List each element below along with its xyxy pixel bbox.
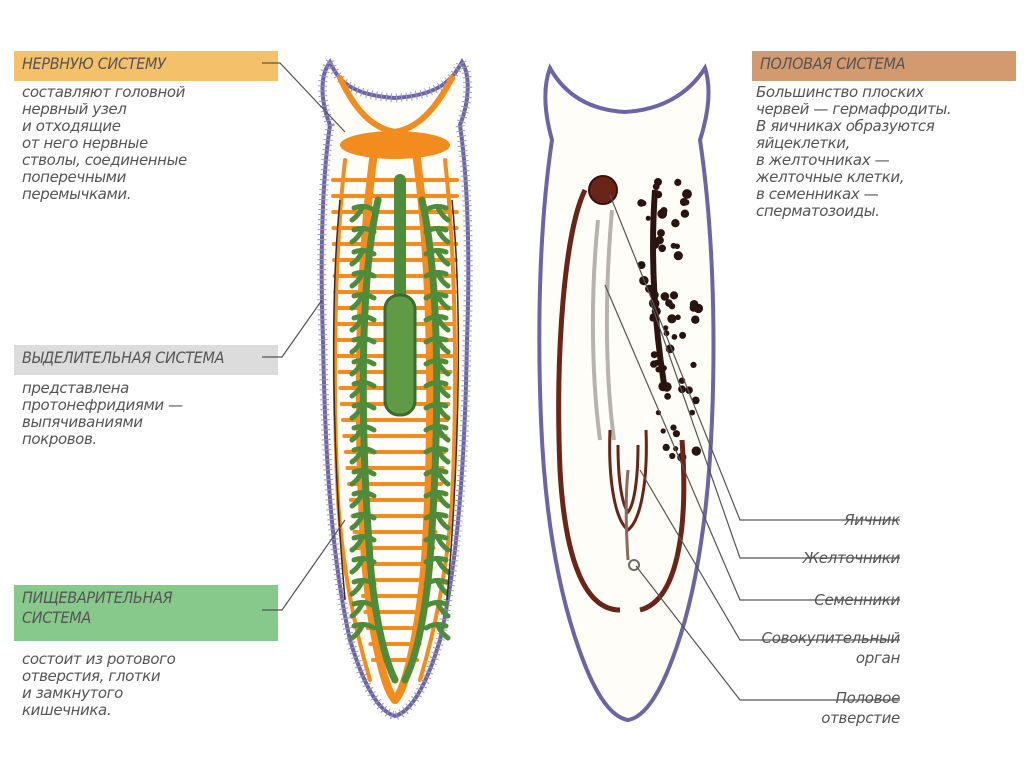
vitellarium-lobule: [674, 179, 681, 186]
left-worm: [322, 62, 469, 716]
vitellarium-lobule: [681, 210, 689, 218]
vitellarium-lobule: [661, 428, 666, 433]
vitellarium-lobule: [669, 453, 675, 459]
vitellarium-lobule: [691, 316, 699, 324]
ovary: [589, 176, 617, 204]
vitellarium-lobule: [670, 291, 678, 299]
vitellarium-lobule: [661, 292, 670, 301]
vitellarium-lobule: [671, 219, 679, 227]
vitellarium-lobule: [672, 334, 678, 340]
vitellarium-lobule: [654, 178, 662, 186]
vitellarium-lobule: [646, 216, 651, 221]
vitellarium-lobule: [663, 444, 670, 451]
vitellarium-lobule: [670, 425, 676, 431]
right-worm: [539, 68, 713, 720]
vitellarium-lobule: [690, 362, 696, 368]
vitellarium-lobule: [690, 300, 699, 309]
vitellarium-lobule: [640, 200, 646, 206]
vitellarium-lobule: [664, 393, 671, 400]
vitellarium-lobule: [682, 189, 692, 199]
vitellarium-lobule: [657, 229, 665, 237]
vitellarium-lobule: [683, 199, 689, 205]
vitellarium-lobule: [667, 314, 676, 323]
vitellarium-lobule: [679, 332, 686, 339]
vitellarium-lobule: [673, 430, 680, 437]
right-worm-body: [539, 68, 713, 720]
vitellarium-lobule: [660, 207, 667, 214]
vitellarium-lobule: [674, 251, 683, 260]
vitellarium-lobule: [674, 244, 680, 250]
vitellarium-lobule: [658, 245, 666, 253]
vitellarium-lobule: [692, 446, 701, 455]
